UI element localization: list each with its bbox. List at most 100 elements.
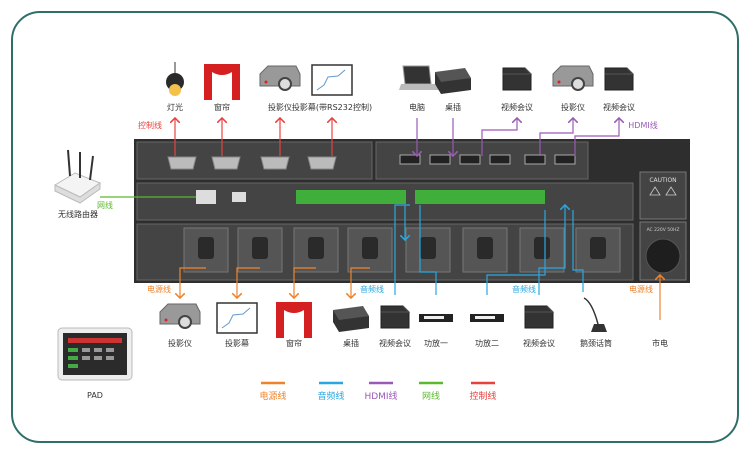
outlet-socket: [362, 237, 378, 259]
video-conference-icon: [380, 305, 411, 329]
led: [264, 80, 268, 84]
frame: [11, 11, 739, 443]
line-label-control: 控制线: [138, 120, 162, 130]
amplifier-panel: [424, 316, 444, 319]
outlet-socket: [308, 237, 324, 259]
control-host-panel: CAUTION AC 220V 50HZ: [134, 139, 690, 283]
legend-label-network: 网线: [422, 390, 440, 402]
socket-box-icon: [333, 306, 369, 332]
edge: [525, 305, 555, 313]
video-conference-box: [502, 67, 532, 91]
edge: [605, 67, 635, 75]
amplifier-icon: [419, 314, 453, 322]
power-outlet: [183, 227, 229, 273]
laptop-screen: [402, 65, 432, 85]
curtain-gap: [284, 310, 304, 338]
socket-box-top: [333, 306, 369, 322]
led: [557, 80, 561, 84]
db9-port: [260, 156, 290, 170]
gooseneck-mic-icon: [583, 297, 607, 332]
line-label-hdmi: HDMI线: [628, 120, 657, 130]
lamp-icon: [166, 62, 184, 96]
usb-port: [232, 192, 246, 202]
screen: [216, 302, 258, 334]
outlet-socket: [477, 237, 493, 259]
video-conference-box: [524, 305, 554, 329]
line-label-power-right: 电源线: [629, 284, 653, 294]
hdmi-line: [481, 118, 517, 156]
power-outlet: [575, 227, 621, 273]
audio-line: [486, 210, 546, 295]
curtain-icon: [204, 64, 240, 100]
line-label-power-left: 电源线: [147, 284, 171, 294]
power-line: [351, 267, 370, 298]
outlet-socket: [590, 237, 606, 259]
hdmi-port: [524, 154, 546, 165]
top-device-label: 投影仪: [268, 102, 292, 112]
bottom-device-label: 窗帘: [286, 338, 302, 348]
line-label-network: 网线: [97, 200, 113, 210]
screen-icon: [311, 64, 353, 96]
power-line: [180, 267, 206, 298]
laptop-icon: [399, 65, 439, 90]
top-device-label: 投影仪: [561, 102, 585, 112]
screen-icon: [216, 302, 258, 334]
caution-label: CAUTION: [649, 177, 676, 184]
bottom-device-label: 功放一: [424, 338, 448, 348]
laptop-base: [399, 84, 439, 90]
bottom-device-label: 桌插: [343, 338, 359, 348]
top-device-label: 视频会议: [603, 102, 635, 112]
amplifier-icon: [470, 314, 504, 322]
legend-label-audio: 音频线: [317, 390, 344, 402]
top-device-label: 电脑: [409, 102, 425, 112]
hdmi-port: [429, 154, 451, 165]
top-device-label: 窗帘: [214, 102, 230, 112]
bottom-device-label: 视频会议: [523, 338, 555, 348]
router: 无线路由器: [53, 149, 102, 219]
legend-label-power: 电源线: [259, 390, 286, 402]
hdmi-line: [574, 118, 619, 156]
projector-lens: [278, 77, 292, 91]
line-label-audio-right: 音频线: [512, 284, 536, 294]
audio-line: [538, 205, 565, 295]
screen-chart: [316, 69, 346, 91]
projector-lens: [571, 77, 585, 91]
line-label-audio-left: 音频线: [360, 284, 384, 294]
network-port: [196, 190, 216, 204]
screen-chart: [221, 307, 251, 329]
projector-icon: [552, 65, 594, 91]
video-conference-icon: [604, 67, 635, 91]
projector-icon: [159, 303, 201, 329]
db9-port: [167, 156, 197, 170]
mic-neck: [583, 297, 599, 325]
legend-label-hdmi: HDMI线: [364, 390, 397, 402]
hdmi-line: [539, 118, 573, 156]
audio-line: [419, 205, 437, 295]
video-conference-box: [604, 67, 634, 91]
power-socket: [645, 238, 681, 274]
screen: [311, 64, 353, 96]
amplifier-panel: [475, 316, 495, 319]
bottom-device-label: 功放二: [475, 338, 499, 348]
video-conference-box: [380, 305, 410, 329]
video-conference-icon: [524, 305, 555, 329]
audio-terminal-block: [415, 190, 545, 204]
hdmi-port: [554, 154, 576, 165]
router-label: 无线路由器: [58, 209, 98, 219]
socket-box-icon: [435, 68, 471, 94]
top-device-label: 视频会议: [501, 102, 533, 112]
hdmi-port: [399, 154, 421, 165]
hdmi-port: [459, 154, 481, 165]
top-device-label: 桌插: [445, 102, 461, 112]
audio-terminal-block: [296, 190, 406, 204]
curtain-icon: [276, 302, 312, 338]
bottom-device-label: 投影仪: [168, 338, 192, 348]
edge: [503, 67, 533, 75]
outlet-socket: [420, 237, 436, 259]
mic-base: [591, 324, 607, 332]
pad-label: PAD: [87, 391, 103, 400]
curtain-gap: [212, 72, 232, 100]
audio-line: [572, 210, 584, 292]
